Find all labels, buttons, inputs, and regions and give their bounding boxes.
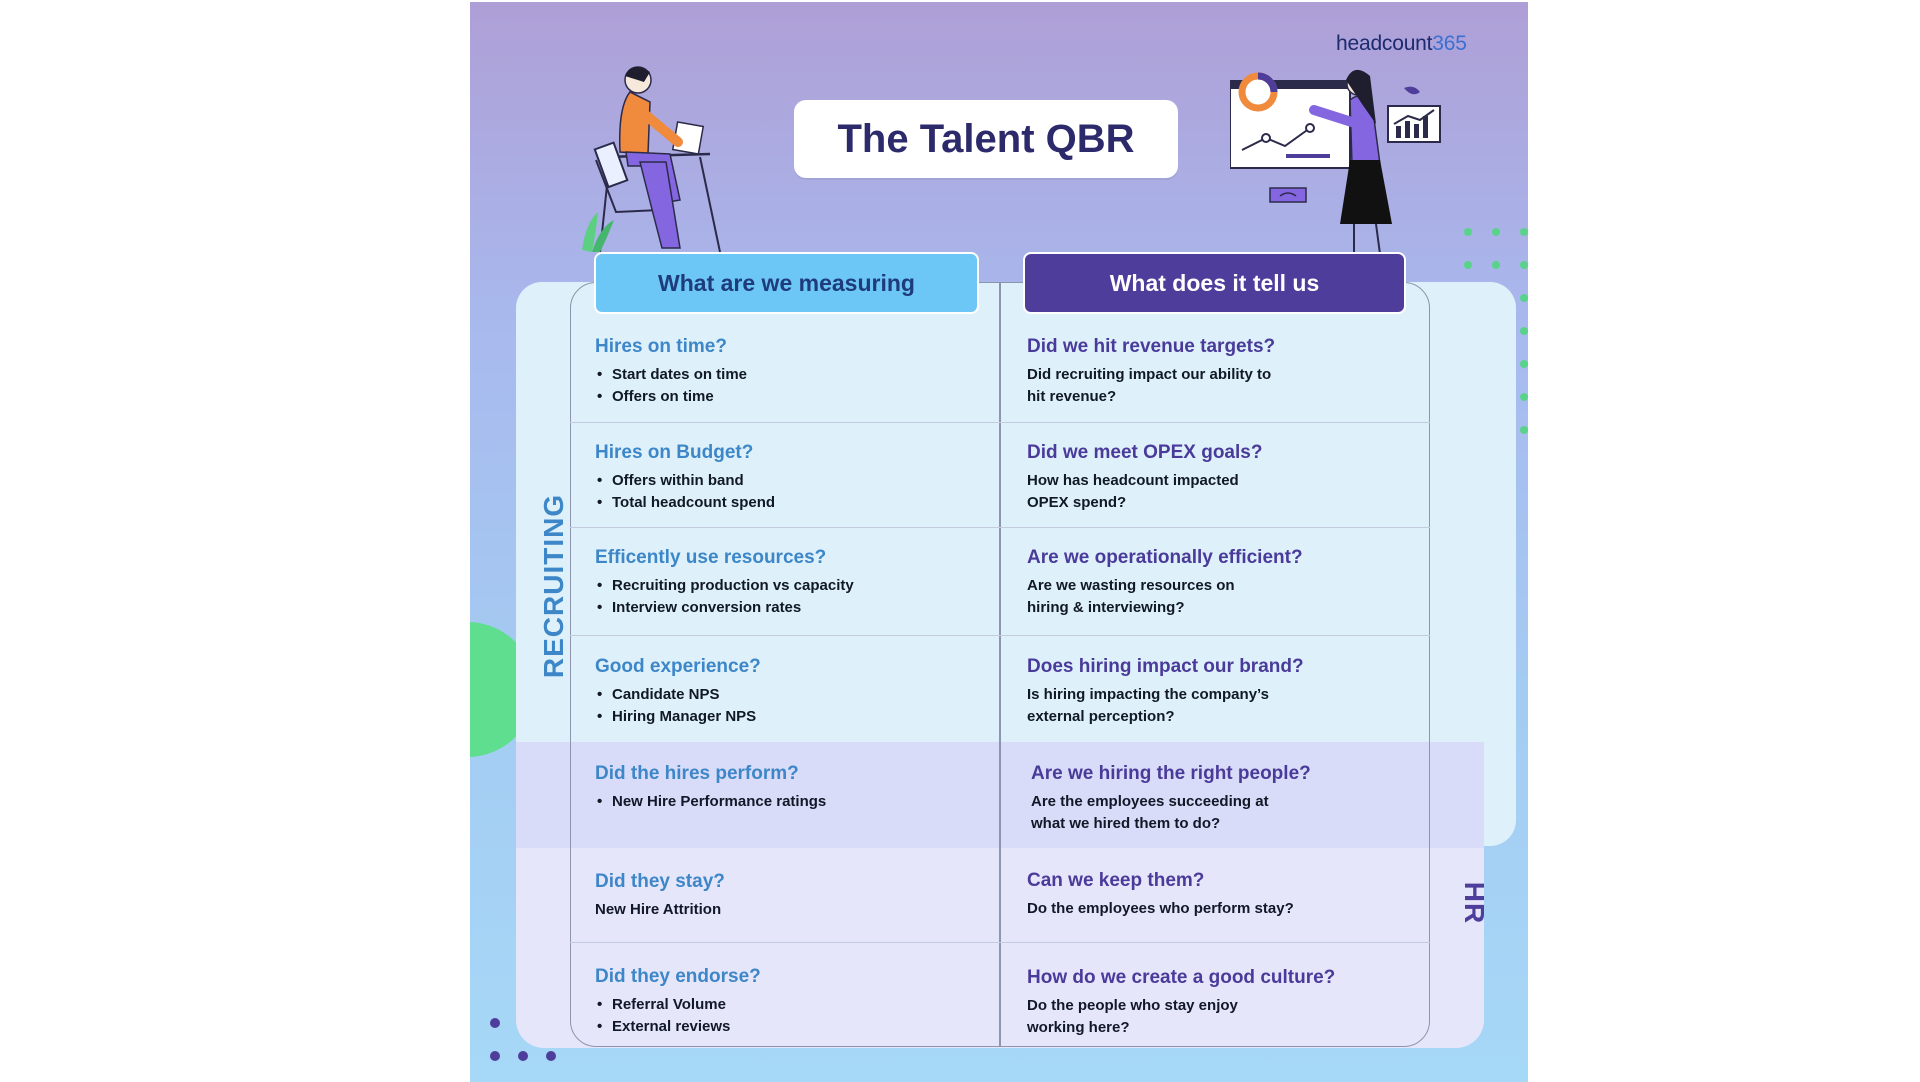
insight-question: Are we hiring the right people? — [1031, 763, 1311, 784]
insight-cell: Did we meet OPEX goals? How has headcoun… — [1027, 441, 1262, 514]
measure-cell: Efficently use resources? Recruiting pro… — [595, 546, 854, 619]
measuring-header: What are we measuring — [594, 252, 979, 314]
insight-text: Is hiring impacting the company’s — [1027, 686, 1269, 703]
measure-item: Recruiting production vs capacity — [595, 575, 854, 597]
person-at-laptop-illustration — [582, 66, 721, 253]
measure-question: Did the hires perform? — [595, 763, 799, 784]
row-divider — [570, 942, 1430, 943]
measure-cell: Did they stay? New Hire Attrition — [595, 870, 725, 921]
tells-us-header: What does it tell us — [1023, 252, 1406, 314]
insight-text: Do the employees who perform stay? — [1027, 900, 1294, 917]
insight-text: external perception? — [1027, 708, 1175, 725]
page-title: The Talent QBR — [837, 116, 1135, 161]
recruiting-label: RECRUITING — [538, 493, 569, 679]
measure-question: Did they endorse? — [595, 966, 761, 987]
measure-item: Interview conversion rates — [595, 597, 854, 619]
insight-text: Are the employees succeeding at — [1031, 793, 1269, 810]
measure-item: New Hire Attrition — [595, 901, 722, 918]
insight-text: OPEX spend? — [1027, 494, 1127, 511]
insight-cell: Are we operationally efficient? Are we w… — [1027, 546, 1303, 619]
insight-text: Do the people who stay enjoy — [1027, 997, 1238, 1014]
measure-cell: Hires on Budget? Offers within band Tota… — [595, 441, 775, 514]
insight-question: Did we hit revenue targets? — [1027, 336, 1276, 357]
insight-text: hit revenue? — [1027, 388, 1117, 405]
insight-cell: Are we hiring the right people? Are the … — [1031, 762, 1311, 835]
measure-question: Hires on Budget? — [595, 442, 754, 463]
measure-cell: Good experience? Candidate NPS Hiring Ma… — [595, 655, 761, 728]
measure-question: Efficently use resources? — [595, 547, 827, 568]
title-box: The Talent QBR — [794, 100, 1178, 178]
insight-cell: Did we hit revenue targets? Did recruiti… — [1027, 335, 1275, 408]
measure-question: Hires on time? — [595, 336, 727, 357]
measure-item: Candidate NPS — [595, 684, 761, 706]
measure-question: Good experience? — [595, 656, 761, 677]
measure-cell: Hires on time? Start dates on time Offer… — [595, 335, 747, 408]
brand-number: 365 — [1432, 32, 1467, 55]
measure-item: Offers within band — [595, 470, 775, 492]
insight-text: Did recruiting impact our ability to — [1027, 366, 1272, 383]
insight-cell: How do we create a good culture? Do the … — [1027, 966, 1335, 1039]
column-divider — [999, 282, 1001, 1047]
talent-qbr-infographic: headcount365 The Talent QBR What are we … — [470, 2, 1528, 1082]
insight-question: Did we meet OPEX goals? — [1027, 442, 1263, 463]
row-divider — [570, 422, 1430, 423]
insight-question: Can we keep them? — [1027, 870, 1205, 891]
insight-text: Are we wasting resources on — [1027, 577, 1235, 594]
insight-cell: Can we keep them? Do the employees who p… — [1027, 869, 1294, 920]
measure-cell: Did they endorse? Referral Volume Extern… — [595, 965, 761, 1038]
insight-question: How do we create a good culture? — [1027, 967, 1336, 988]
insight-cell: Does hiring impact our brand? Is hiring … — [1027, 655, 1304, 728]
insight-text: working here? — [1027, 1019, 1130, 1036]
brand-name: headcount — [1336, 32, 1433, 55]
measure-item: Offers on time — [595, 386, 747, 408]
insight-question: Are we operationally efficient? — [1027, 547, 1303, 568]
measure-item: Referral Volume — [595, 994, 761, 1016]
insight-text: what we hired them to do? — [1031, 815, 1221, 832]
insight-text: How has headcount impacted — [1027, 472, 1239, 489]
row-divider — [570, 635, 1430, 636]
measure-question: Did they stay? — [595, 871, 725, 892]
measure-item: Start dates on time — [595, 364, 747, 386]
insight-question: Does hiring impact our brand? — [1027, 656, 1304, 677]
measure-item: Hiring Manager NPS — [595, 706, 761, 728]
measure-cell: Did the hires perform? New Hire Performa… — [595, 762, 826, 813]
hr-label: HR — [1459, 881, 1490, 925]
brand-logo: headcount365 — [1336, 32, 1467, 56]
woman-with-chart-illustration — [1230, 69, 1441, 255]
measure-item: Total headcount spend — [595, 492, 775, 514]
measure-item: New Hire Performance ratings — [595, 791, 826, 813]
insight-text: hiring & interviewing? — [1027, 599, 1185, 616]
measure-item: External reviews — [595, 1016, 761, 1038]
row-divider — [570, 527, 1430, 528]
